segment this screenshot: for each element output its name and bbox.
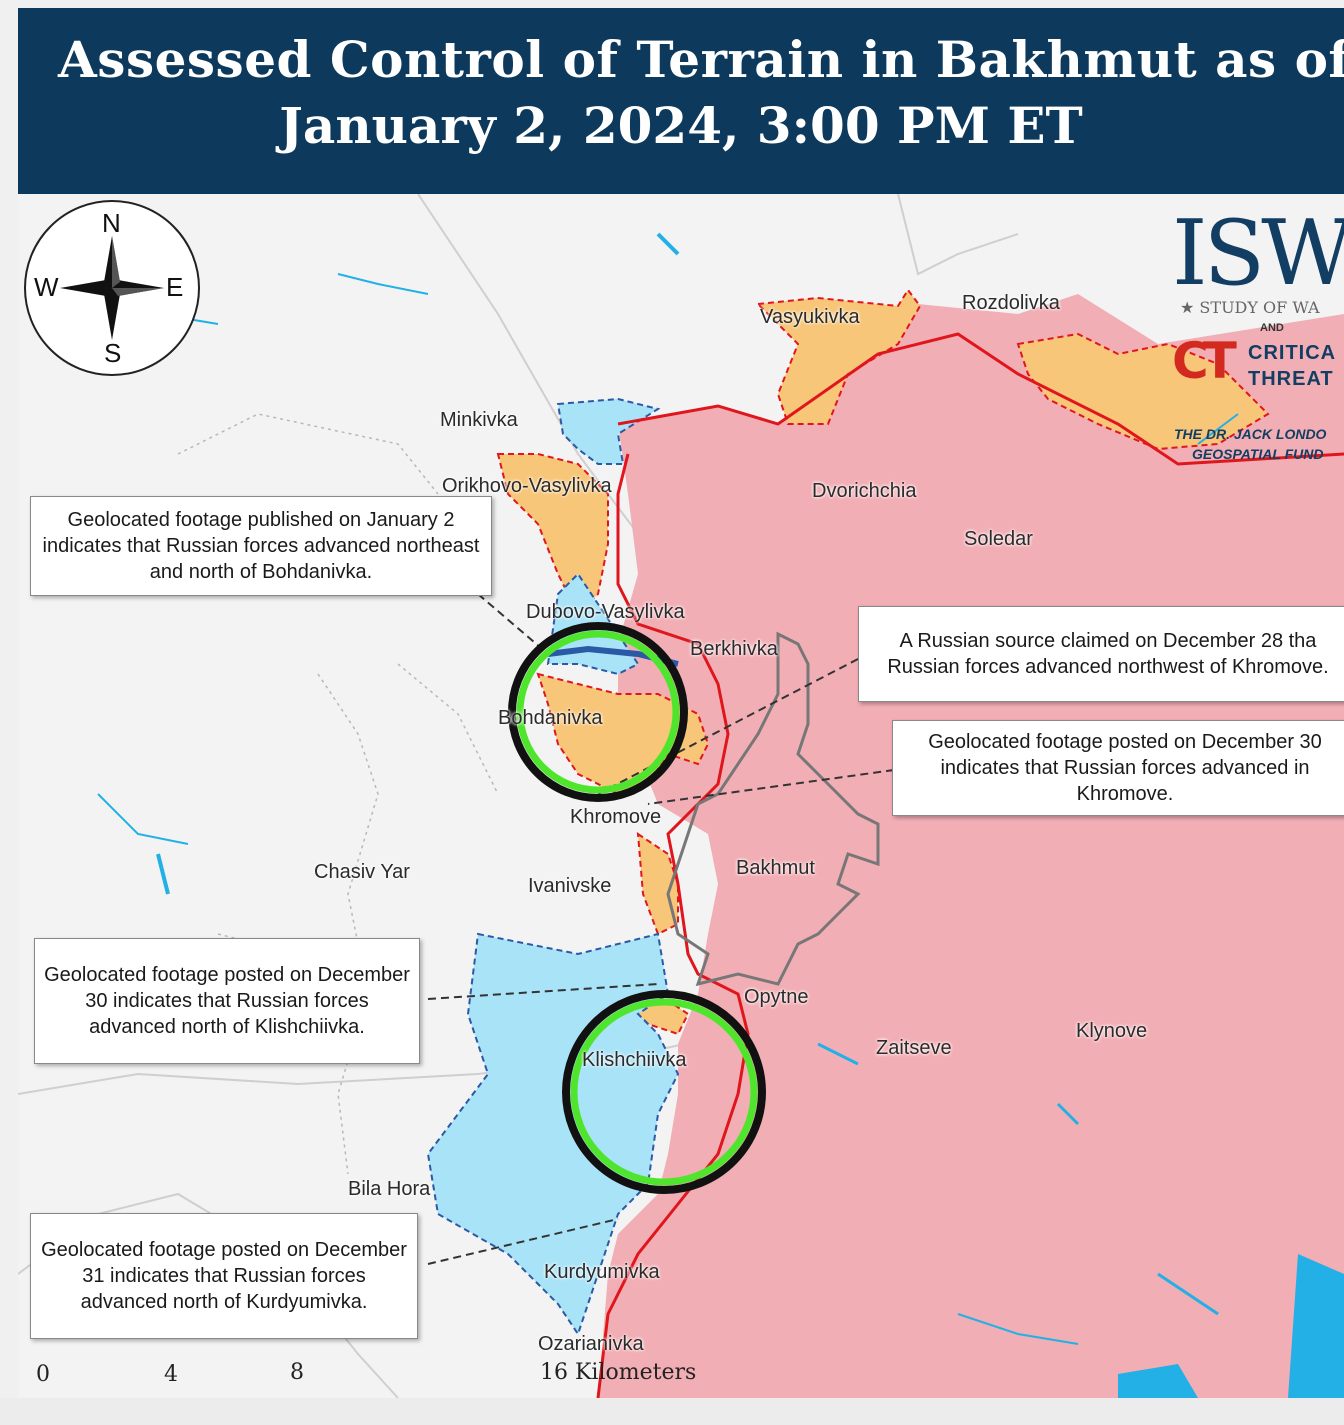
isw-ctp-logo: ISW ★ STUDY OF WA AND CT CRITICA THREAT … <box>1168 204 1344 474</box>
jl-line-1: THE DR. JACK LONDO <box>1174 426 1327 442</box>
place-label-zaitseve: Zaitseve <box>876 1037 952 1059</box>
place-label-orikhovo-vasylivka: Orikhovo-Vasylivka <box>442 475 612 497</box>
place-label-berkhivka: Berkhivka <box>690 638 778 660</box>
ct-logo-mark: CT <box>1172 332 1237 390</box>
scale-tick-16-km: 16 Kilometers <box>540 1360 697 1385</box>
place-label-chasiv-yar: Chasiv Yar <box>314 861 410 883</box>
callout-klishchiivka: Geolocated footage posted on December 30… <box>34 938 420 1064</box>
place-label-vasyukivka: Vasyukivka <box>760 306 860 328</box>
scale-bar: 0 4 8 16 Kilometers <box>18 1354 718 1398</box>
place-label-dvorichchia: Dvorichchia <box>812 480 917 502</box>
place-label-soledar: Soledar <box>964 528 1033 550</box>
highlight-circles <box>508 622 766 1194</box>
callout-kurdyumivka: Geolocated footage posted on December 31… <box>30 1213 418 1339</box>
scale-tick-4: 4 <box>164 1362 178 1387</box>
russian-advance-areas <box>496 288 1270 1036</box>
map-title-line-1: Assessed Control of Terrain in Bakhmut a… <box>58 30 1344 89</box>
jack-london-fund-text: THE DR. JACK LONDO GEOSPATIAL FUND <box>1174 424 1326 464</box>
scale-tick-0: 0 <box>36 1362 50 1387</box>
place-label-klynove: Klynove <box>1076 1020 1148 1042</box>
map-title-line-2: January 2, 2024, 3:00 PM ET <box>279 96 1083 155</box>
place-label-dubovo-vasylivka: Dubovo-Vasylivka <box>526 601 685 623</box>
callout-leaders <box>427 593 895 1265</box>
place-label-bakhmut: Bakhmut <box>736 857 815 879</box>
place-label-minkivka: Minkivka <box>440 409 518 431</box>
map-canvas[interactable]: Vasyukivka Rozdolivka Minkivka Orikhovo-… <box>18 194 1344 1398</box>
ct-line-2: THREAT <box>1248 368 1334 390</box>
compass-n: N <box>102 208 121 238</box>
ct-logo-text: CRITICA THREAT <box>1248 340 1336 392</box>
scale-tick-8: 8 <box>290 1360 304 1385</box>
logo-and: AND <box>1260 322 1284 334</box>
place-label-khromove: Khromove <box>570 806 662 828</box>
jl-line-2: GEOSPATIAL FUND <box>1192 446 1324 462</box>
place-label-kurdyumivka: Kurdyumivka <box>544 1261 660 1283</box>
bohdanivka-highlight-circle <box>508 622 688 802</box>
place-label-bohdanivka: Bohdanivka <box>498 707 603 729</box>
ct-line-1: CRITICA <box>1248 342 1337 364</box>
compass-star-icon <box>60 236 164 340</box>
bakhmut-city-outline <box>666 631 880 987</box>
place-label-ozarianivka: Ozarianivka <box>538 1333 644 1355</box>
compass-e: E <box>166 272 184 302</box>
compass-rose: N E S W <box>24 200 200 376</box>
place-label-bila-hora: Bila Hora <box>348 1178 431 1200</box>
callout-bohdanivka: Geolocated footage published on January … <box>30 496 492 596</box>
boundaries <box>177 413 499 1175</box>
callout-khromove: Geolocated footage posted on December 30… <box>892 720 1344 816</box>
isw-logo-subtitle: ★ STUDY OF WA <box>1180 298 1320 317</box>
compass-w: W <box>34 272 59 302</box>
terrain-layers <box>18 194 1344 1398</box>
russian-controlled-area <box>598 294 1344 1398</box>
bottom-strip <box>0 1398 1344 1425</box>
isw-logo-text: ISW <box>1172 201 1344 306</box>
callout-northwest-khromove: A Russian source claimed on December 28 … <box>858 606 1344 702</box>
place-label-ivanivske: Ivanivske <box>528 875 612 897</box>
map-title-banner: Assessed Control of Terrain in Bakhmut a… <box>18 8 1344 194</box>
place-label-rozdolivka: Rozdolivka <box>962 292 1060 314</box>
place-label-klishchiivka: Klishchiivka <box>582 1049 687 1071</box>
compass-s: S <box>104 338 122 368</box>
place-label-opytne: Opytne <box>744 986 809 1008</box>
klishchiivka-highlight-circle <box>562 990 766 1194</box>
